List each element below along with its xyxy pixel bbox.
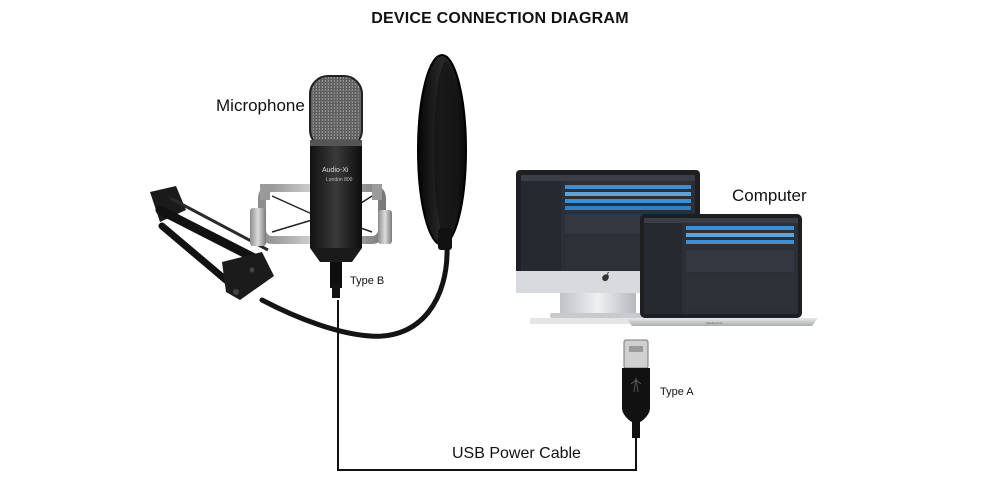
type-b-label: Type B (350, 275, 385, 287)
mic-model-text: London 800 (326, 177, 353, 183)
usb-cable-label: USB Power Cable (452, 445, 581, 462)
mic-brand-text: Audio-Xi (322, 167, 349, 174)
diagram-title: DEVICE CONNECTION DIAGRAM (371, 10, 629, 27)
type-b-connector (332, 284, 340, 298)
pop-filter-gooseneck (259, 242, 450, 339)
boom-arm (150, 186, 274, 300)
type-a-connector (622, 339, 650, 438)
laptop-screen-daw (644, 218, 798, 314)
pop-filter (417, 54, 467, 250)
usb-cable (337, 300, 637, 471)
computer-label: Computer (732, 186, 807, 205)
microphone-body: Audio-Xi London 800 (309, 75, 363, 288)
type-a-label: Type A (660, 386, 694, 398)
laptop-brand-text: MacBook Air (706, 321, 723, 325)
microphone-label: Microphone (216, 96, 305, 115)
